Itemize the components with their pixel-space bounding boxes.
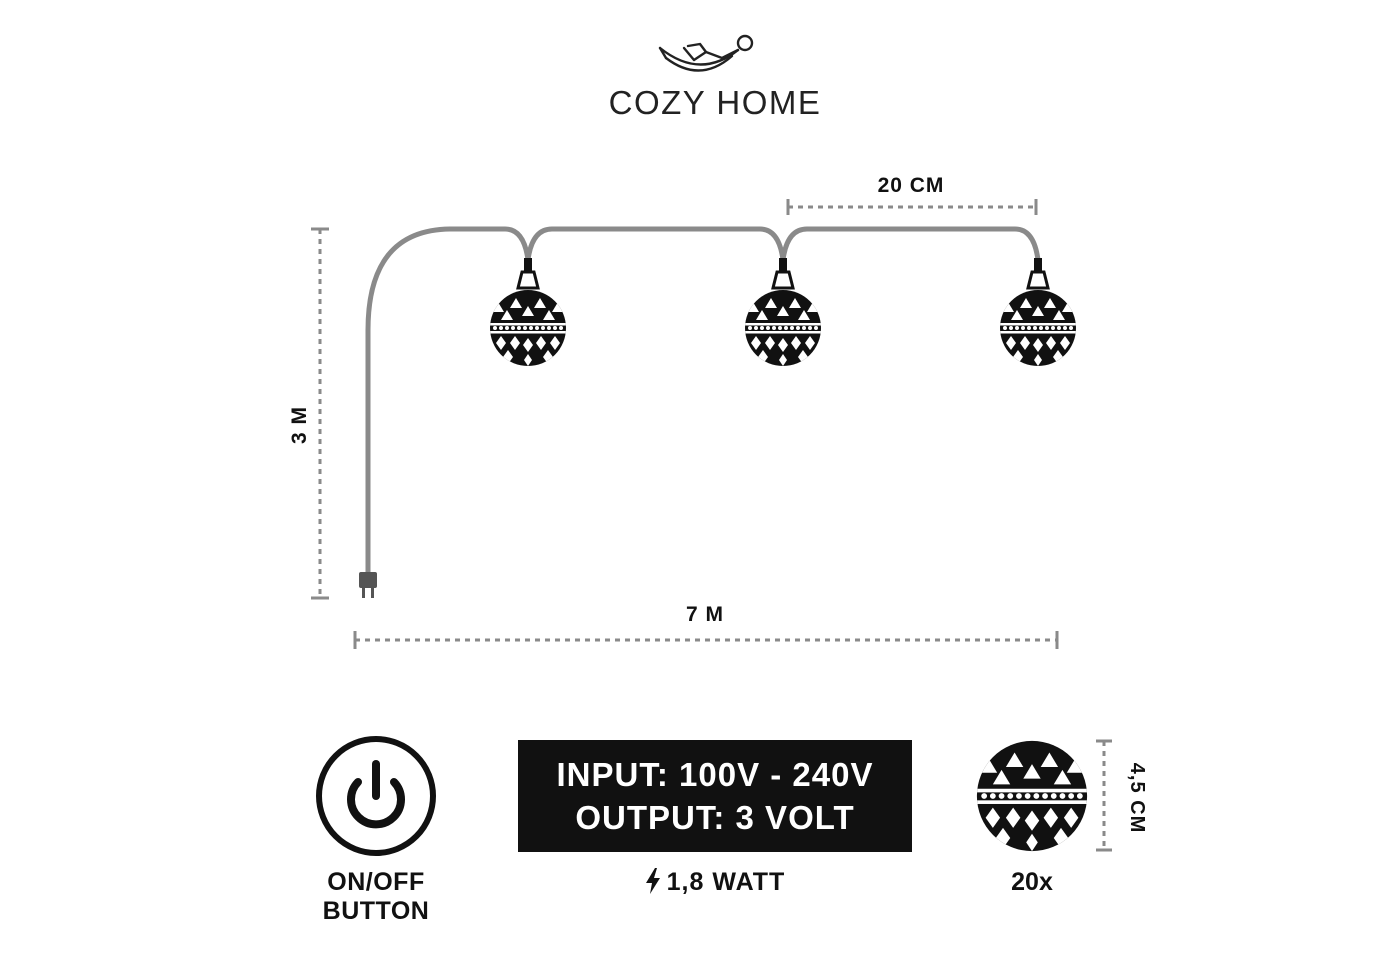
power-spec-box: INPUT: 100V - 240V OUTPUT: 3 VOLT: [518, 740, 912, 852]
power-plug-icon: [359, 572, 377, 598]
input-spec: INPUT: 100V - 240V: [556, 756, 874, 793]
on-off-button-label: ON/OFF BUTTON: [296, 868, 456, 926]
light-ball-2: [745, 290, 821, 366]
ball-diameter-dimension-line: [1096, 739, 1112, 852]
length-label: 7 M: [685, 603, 724, 626]
light-string-cable: [365, 226, 1041, 575]
on-off-label-line-1: ON/OFF: [327, 868, 425, 896]
light-ball-1: [490, 290, 566, 366]
ball-quantity: 20x: [1011, 868, 1053, 896]
lightning-bolt-icon: [645, 868, 660, 894]
height-label: 3 M: [288, 406, 311, 445]
ball-cap: [516, 258, 1050, 290]
length-dimension-line: [353, 631, 1059, 649]
on-off-label-line-2: BUTTON: [322, 897, 430, 925]
light-ball-3: [1000, 290, 1076, 366]
patterned-ball-icon: [977, 741, 1087, 851]
power-rating-text: 1,8 WATT: [666, 868, 786, 896]
hammock-person-icon: [658, 34, 754, 72]
ball-diameter-label: 4,5 CM: [1126, 762, 1148, 834]
power-rating: 1,8 WATT: [518, 868, 912, 897]
spacing-label: 20 CM: [877, 174, 945, 197]
height-dimension-line: [311, 227, 329, 600]
brand-name: COZY HOME: [608, 84, 822, 121]
power-button-icon: [316, 736, 436, 856]
output-spec: OUTPUT: 3 VOLT: [575, 799, 855, 836]
spacing-dimension-line: [786, 199, 1038, 215]
